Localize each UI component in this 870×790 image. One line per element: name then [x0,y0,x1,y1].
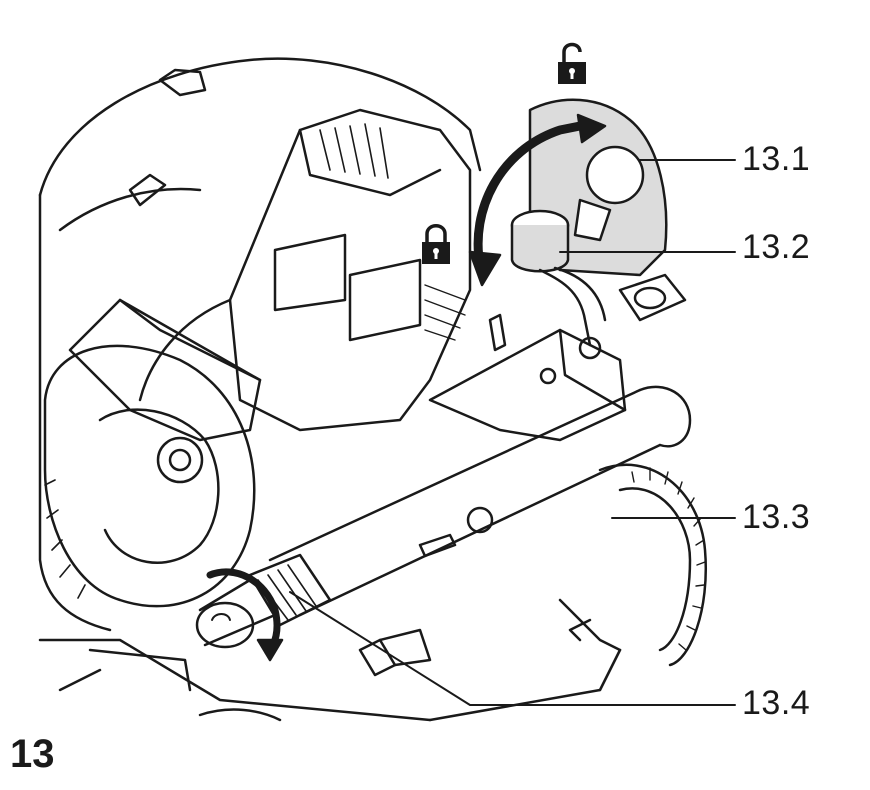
locking-knob [510,209,687,360]
callout-label-13-2: 13.2 [742,228,811,266]
figure-number: 13 [10,732,55,776]
clamp-lever [358,628,432,677]
locked-padlock-icon [422,224,450,264]
curved-double-arrow-icon [468,113,607,287]
depth-adjust-knob [195,553,332,649]
saw-blade [43,344,256,608]
callout-label-13-1: 13.1 [742,140,811,178]
unlocked-padlock-icon [558,42,586,84]
blade-guard [38,57,482,632]
callout-leaders [289,159,736,706]
motor-housing [138,108,472,432]
bevel-scale [558,463,707,692]
slide-rail [268,313,692,617]
callout-label-13-3: 13.3 [742,498,811,536]
saw-base [38,638,622,722]
rotation-arrow-icon [206,568,284,662]
callout-label-13-4: 13.4 [742,684,811,722]
